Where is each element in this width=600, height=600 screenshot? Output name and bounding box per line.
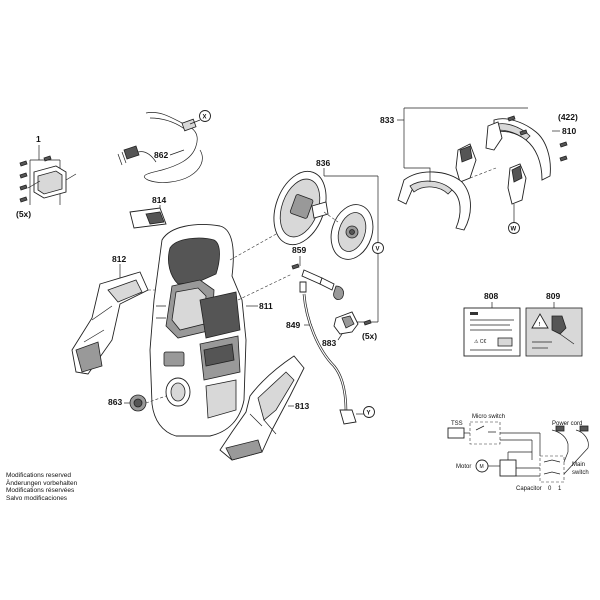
part-813-base-cover: 813	[219, 355, 309, 461]
wiring-motor-label: Motor	[456, 464, 471, 470]
part-836-reel: 836 V	[273, 158, 384, 323]
label-812: 812	[112, 254, 126, 264]
part-833-handle: 833 (422) 810 W	[380, 107, 578, 234]
note-line: Modifications reserved	[6, 472, 72, 479]
label-814: 814	[152, 195, 166, 205]
label-836: 836	[316, 158, 330, 168]
screws	[19, 155, 52, 203]
modification-notes: Modifications reserved Änderungen vorbeh…	[6, 472, 77, 502]
label-x: X	[203, 115, 207, 121]
label-833: 833	[380, 115, 394, 125]
part-863-knob: 863	[108, 394, 167, 412]
label-809: 809	[546, 291, 560, 301]
label-5x-a: (5x)	[16, 209, 31, 219]
svg-text:!: !	[539, 322, 541, 328]
svg-text:⚠ C€: ⚠ C€	[474, 339, 486, 345]
ref-circle-v	[372, 242, 384, 254]
label-w: W	[511, 227, 517, 233]
label-813: 813	[295, 401, 309, 411]
label-849: 849	[286, 320, 300, 330]
wiring-capacitor-label: Capacitor	[516, 486, 542, 492]
label-y: Y	[367, 411, 371, 417]
label-859: 859	[292, 245, 306, 255]
wiring-zero-label: 0	[548, 486, 552, 492]
note-line: Modifications réservées	[6, 487, 75, 495]
note-line: Salvo modificaciones	[6, 494, 68, 502]
part-862-power-cord: 862 X	[117, 110, 211, 183]
label-808: 808	[484, 291, 498, 301]
wiring-tss-label: TSS	[451, 421, 463, 427]
svg-text:M: M	[480, 464, 484, 470]
note-line: Änderungen vorbehalten	[6, 479, 78, 487]
part-1-bracket: 1 (5x)	[16, 134, 77, 219]
ref-circle-y	[363, 406, 375, 418]
part-809-warning-label: 809 !	[525, 291, 583, 357]
part-814-label: 814	[129, 195, 167, 229]
part-849-hose: 849 Y	[286, 293, 375, 425]
wiring-diagram: TSS Micro switch Power cord Motor M Main…	[447, 414, 589, 492]
label-422: (422)	[558, 112, 578, 122]
label-v: V	[376, 247, 380, 253]
wiring-switch-label: switch	[572, 470, 589, 476]
label-863: 863	[108, 397, 122, 407]
label-811: 811	[259, 301, 273, 311]
ref-circle-x	[199, 110, 211, 122]
part-859-fittings: 859	[291, 245, 344, 300]
label-862: 862	[154, 150, 168, 160]
wiring-power-cord-label: Power cord	[552, 421, 582, 427]
wiring-one-label: 1	[558, 486, 562, 492]
label-5x-b: (5x)	[362, 331, 377, 341]
wiring-main-label: Main	[572, 462, 585, 468]
part-812-side-cover: 812	[71, 254, 176, 375]
label-810: 810	[562, 126, 576, 136]
part-811-main-housing: 811	[149, 223, 295, 437]
part-883-clamp: 883 (5x)	[322, 311, 377, 348]
part-808-rating-label: 808 ⚠ C€	[463, 291, 521, 357]
ref-circle-w	[508, 222, 520, 234]
label-1: 1	[36, 134, 41, 144]
wiring-micro-switch-label: Micro switch	[472, 414, 505, 420]
label-883: 883	[322, 338, 336, 348]
